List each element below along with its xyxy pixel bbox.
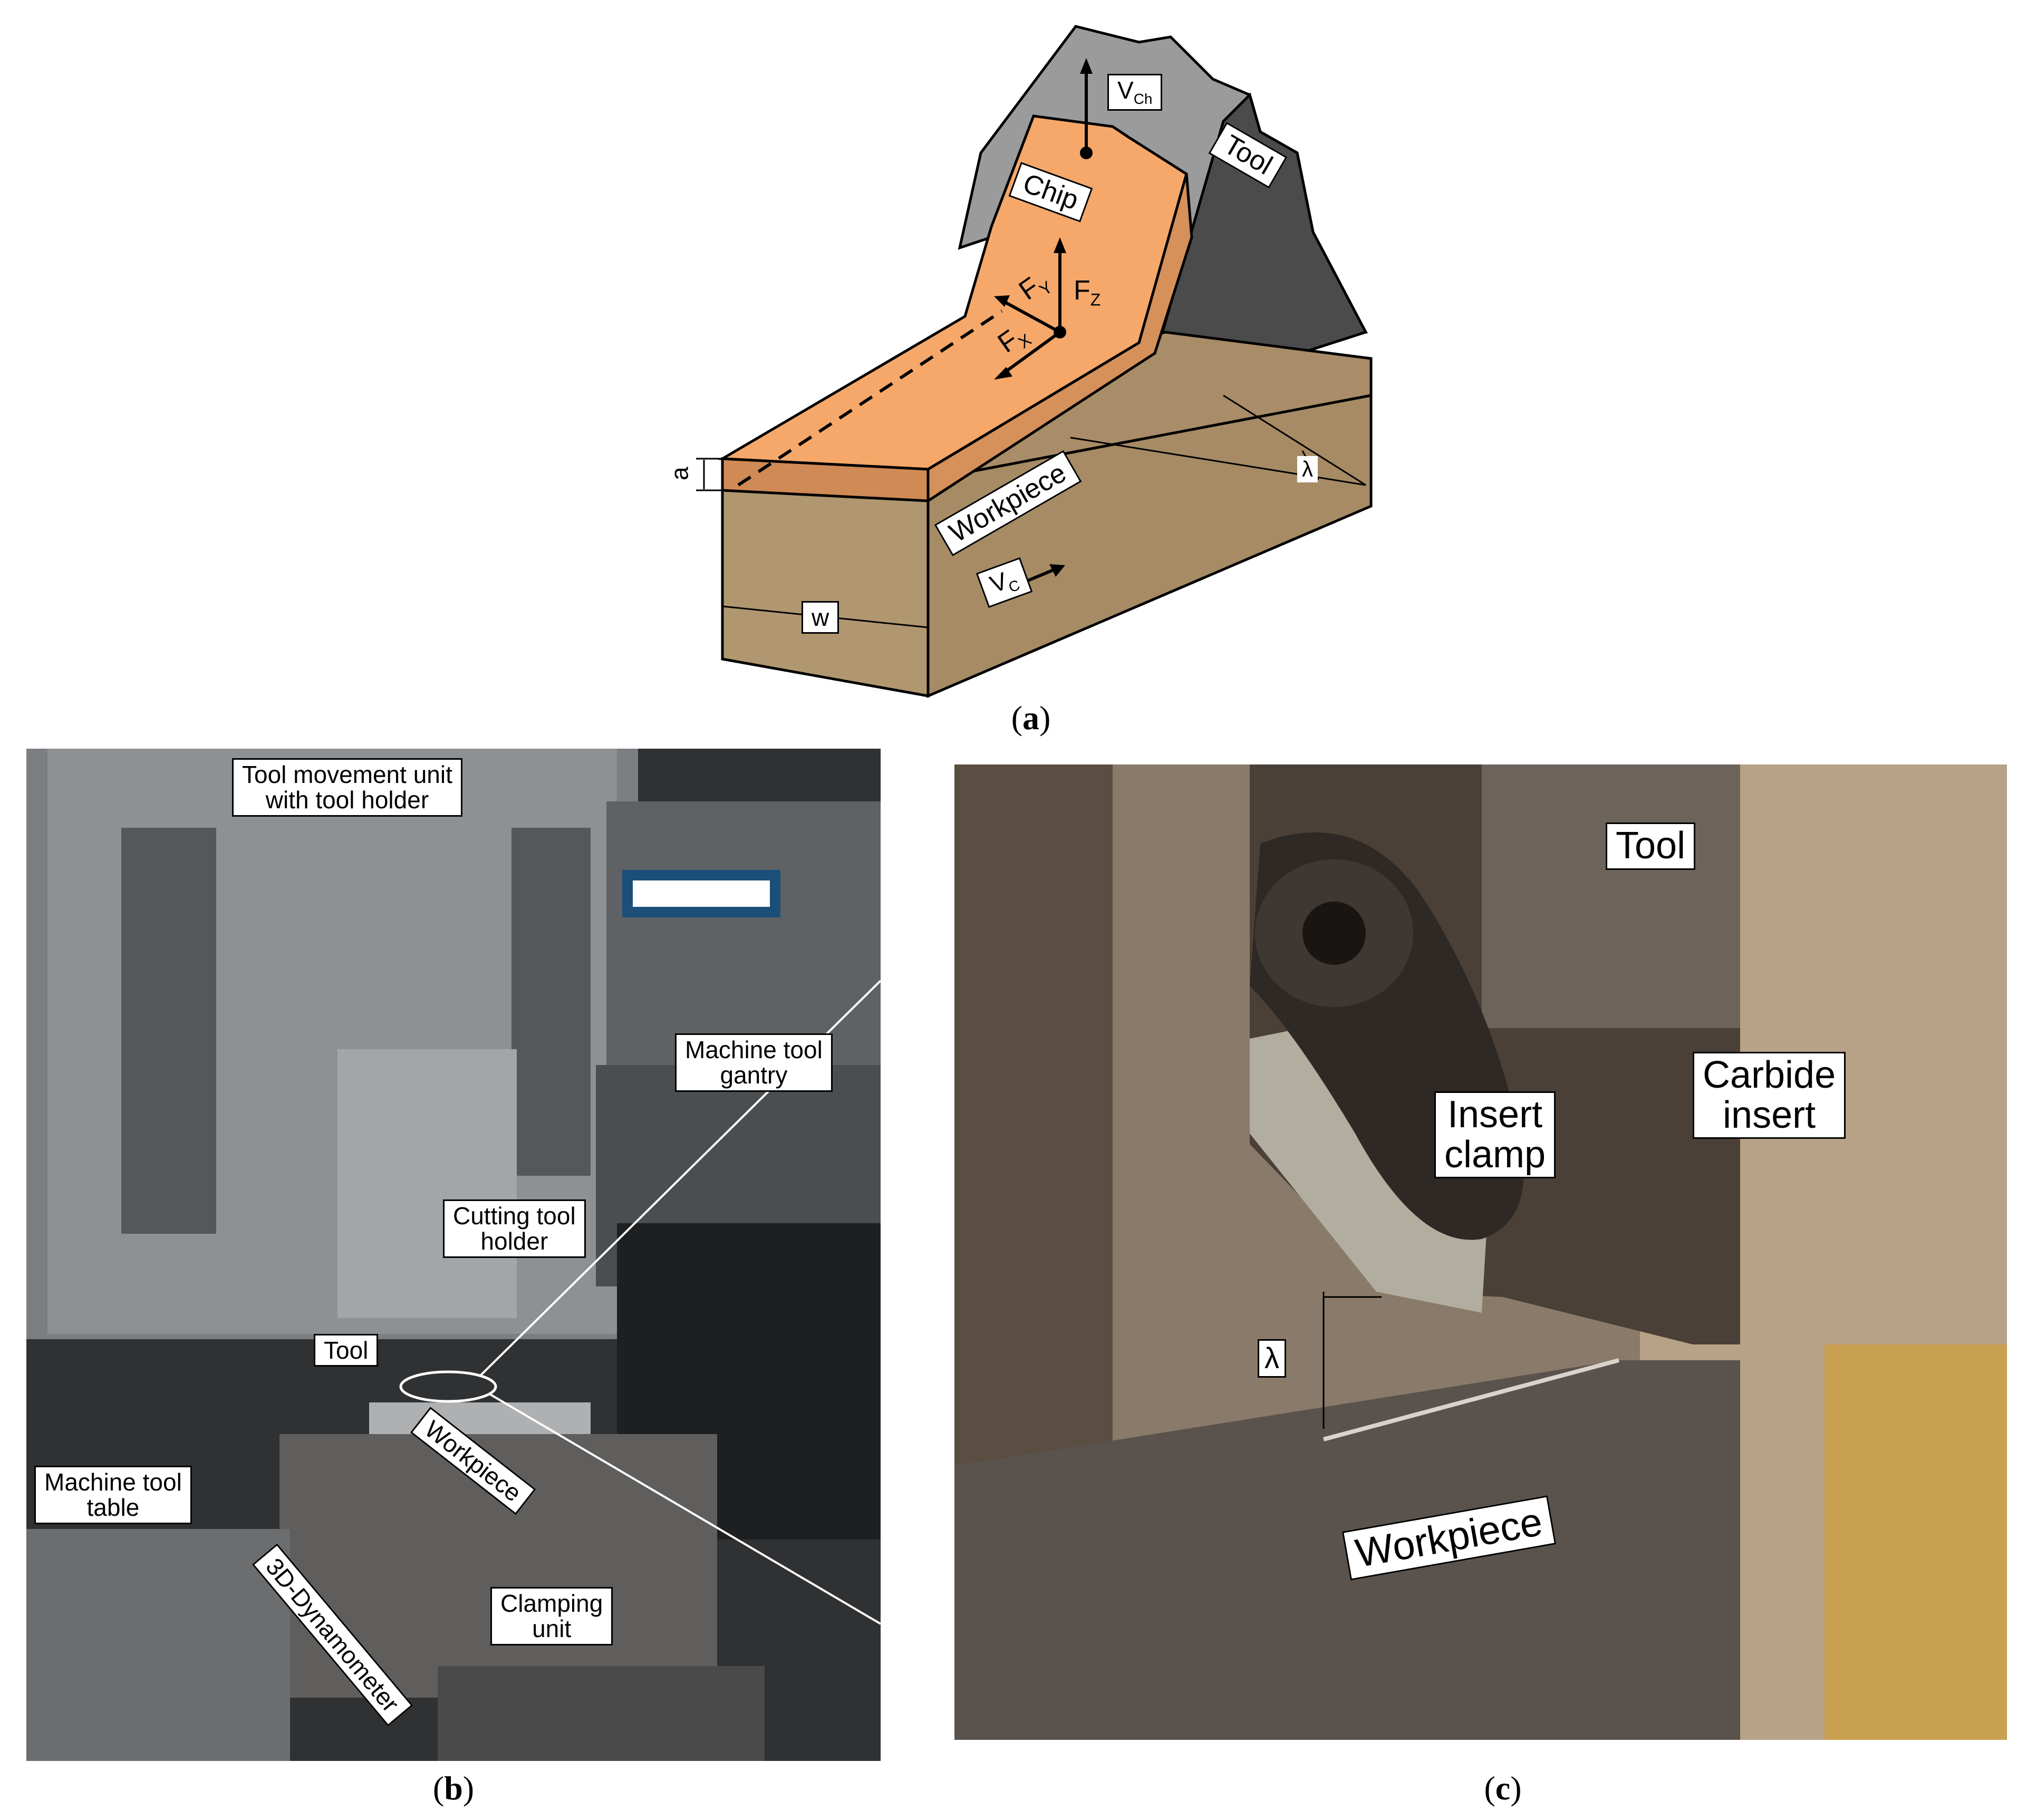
panel-c-photo: Tool Carbide insert Insert clamp λ Workp… (954, 764, 2007, 1740)
lambda-label-c: λ (1258, 1339, 1286, 1378)
panel-a-diagram: VCh Tool Chip FY FZ FX a Workpiece VC w … (664, 16, 1434, 717)
caption-c: (c) (1484, 1769, 1522, 1807)
lambda-label-a: λ (1297, 456, 1318, 483)
fx-arrow (1001, 331, 1061, 376)
chip-right-face (926, 173, 1193, 504)
tool-label-c: Tool (1606, 822, 1696, 870)
insert-clamp-label: Insert clamp (1434, 1091, 1556, 1179)
clamping-unit-label: Clamping unit (490, 1587, 613, 1645)
carbide-insert-label: Carbide insert (1693, 1052, 1846, 1139)
vch-label: VCh (1107, 74, 1163, 111)
width-w-label: w (802, 601, 839, 634)
closeup-photo-drawing (954, 764, 2007, 1740)
tool-movement-unit-label: Tool movement unit with tool holder (232, 758, 462, 817)
panel-b-photo: Tool movement unit with tool holder Mach… (26, 749, 881, 1761)
caption-b: (b) (432, 1769, 475, 1807)
machine-tool-gantry-label: Machine tool gantry (675, 1033, 833, 1092)
cutting-tool-holder-label: Cutting tool holder (443, 1199, 586, 1258)
tool-label-b: Tool (314, 1334, 379, 1367)
caption-a: (a) (1011, 699, 1051, 737)
cutting-schematic (696, 25, 1373, 698)
workpiece-front (721, 478, 930, 698)
machine-tool-table-label: Machine tool table (34, 1466, 192, 1524)
fz-label: FZ (1074, 275, 1101, 309)
force-origin (1054, 326, 1066, 338)
machine-photo-drawing (26, 749, 881, 1761)
dashed-axis-line (737, 309, 1003, 487)
fy-arrow (1001, 299, 1061, 334)
depth-a-label: a (665, 467, 693, 480)
